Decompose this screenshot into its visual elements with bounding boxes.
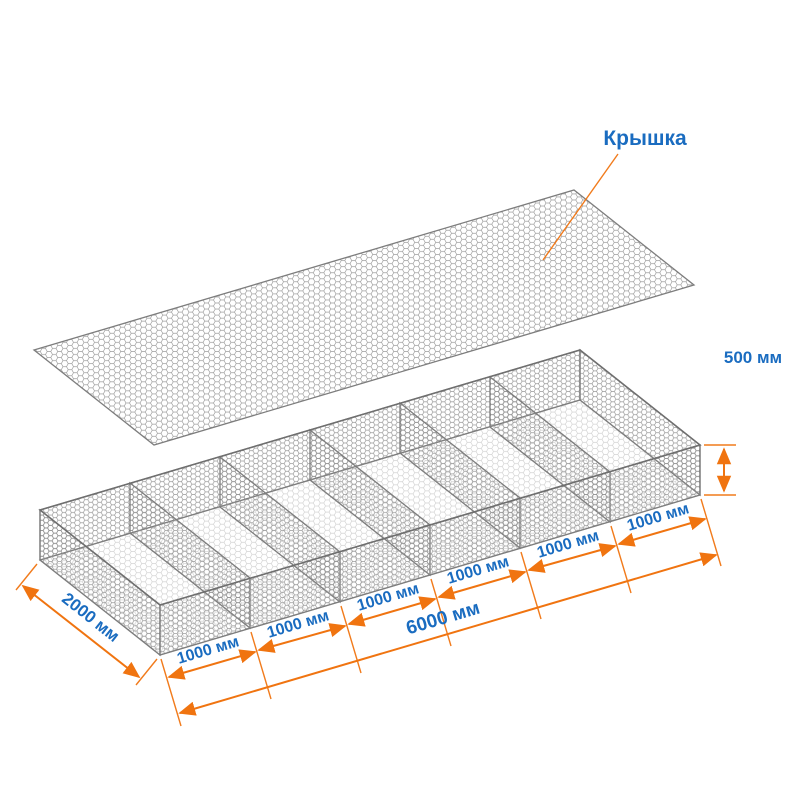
lid-label: Крышка bbox=[603, 127, 687, 150]
segment-dimension-line-6 bbox=[617, 516, 707, 547]
gabion-lid-mesh bbox=[32, 189, 696, 446]
box-top-rim bbox=[38, 349, 702, 606]
width-extension-left bbox=[15, 563, 38, 591]
width-extension-right bbox=[135, 658, 158, 686]
height-label: 500 мм bbox=[724, 348, 782, 367]
length-dimension-arrow bbox=[178, 552, 718, 716]
lid-leader-line bbox=[542, 153, 619, 261]
extension-line-0 bbox=[160, 658, 182, 727]
width-dimension-arrow bbox=[21, 584, 141, 679]
